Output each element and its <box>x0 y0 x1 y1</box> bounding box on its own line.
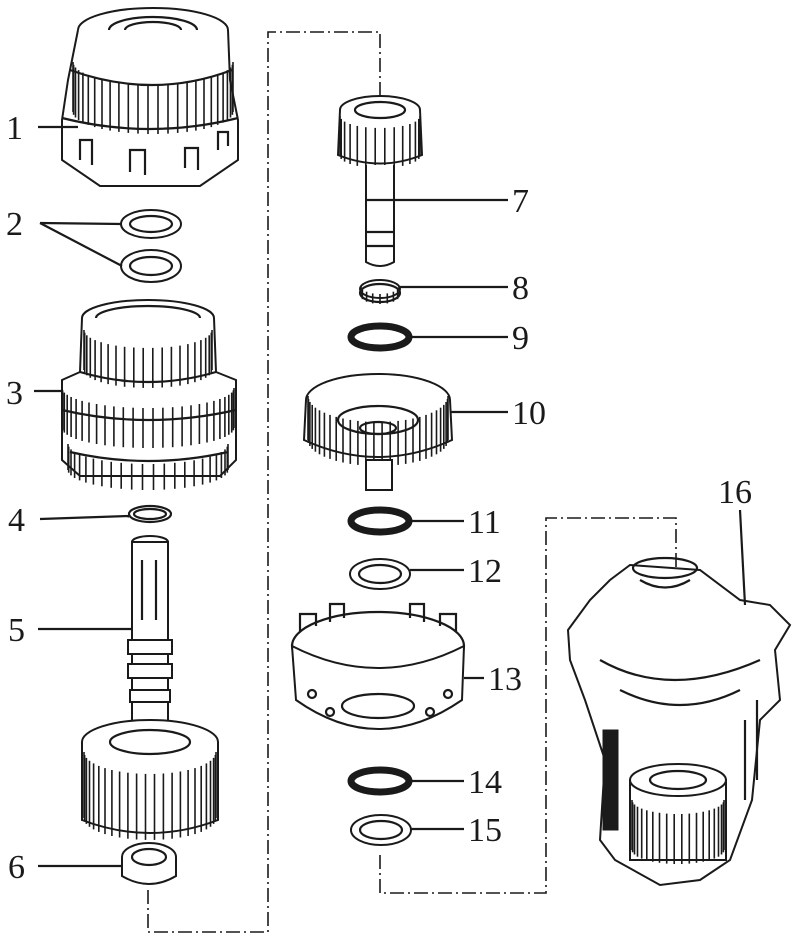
part-9-seal-ring <box>347 322 413 352</box>
callout-4: 4 <box>8 502 25 539</box>
callout-12: 12 <box>468 553 502 590</box>
part-5-input-shaft <box>81 535 219 840</box>
part-7-shaft-gear <box>336 95 424 267</box>
part-12-thrust-washer <box>349 558 411 590</box>
callout-1: 1 <box>6 110 23 147</box>
assembly-path-lines <box>147 31 677 933</box>
part-2-thrust-washers <box>120 209 182 283</box>
callout-10: 10 <box>512 395 546 432</box>
part-1-clutch-drum <box>61 7 239 187</box>
part-10-gear-carrier <box>302 373 454 491</box>
part-13-slotted-drum <box>290 602 466 730</box>
part-6-bushing <box>121 842 177 885</box>
part-4-snap-ring <box>127 504 173 524</box>
callout-6: 6 <box>8 849 25 886</box>
part-8-needle-bearing <box>358 279 402 304</box>
part-1-spline-teeth <box>72 62 234 134</box>
part-16-transmission-housing <box>566 556 792 887</box>
callout-5: 5 <box>8 612 25 649</box>
callout-8: 8 <box>512 270 529 307</box>
callout-13: 13 <box>488 661 522 698</box>
callout-15: 15 <box>468 812 502 849</box>
callout-11: 11 <box>468 504 501 541</box>
callout-16: 16 <box>718 474 752 511</box>
callout-14: 14 <box>468 764 502 801</box>
callout-3: 3 <box>6 375 23 412</box>
part-15-thrust-washer <box>350 814 412 846</box>
callout-2: 2 <box>6 206 23 243</box>
part-11-seal-ring <box>347 506 413 536</box>
part-14-seal-ring <box>347 766 413 796</box>
callout-7: 7 <box>512 183 529 220</box>
part-3-gear-drum <box>61 299 237 490</box>
callout-9: 9 <box>512 320 529 357</box>
leader-lines <box>34 125 747 868</box>
callout-numbers: 1 2 3 4 5 6 7 8 9 10 11 12 13 14 15 16 <box>6 110 752 886</box>
